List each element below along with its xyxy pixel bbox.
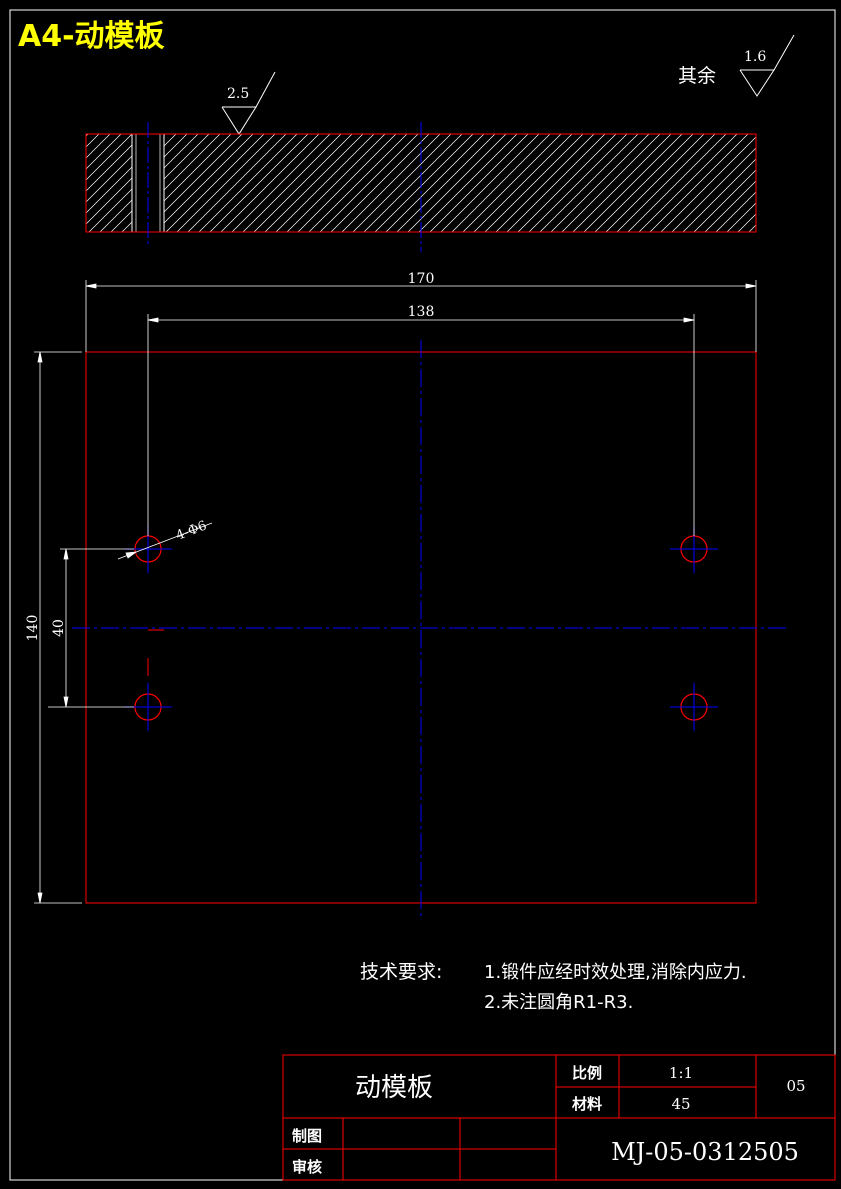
hole-callout-label: 4-Φ6 [174,518,209,543]
title-scale-value: 1:1 [669,1064,693,1082]
title-part-name: 动模板 [355,1073,433,1103]
dimension-40-label: 40 [51,619,67,637]
dimension-138 [147,314,695,536]
dimension-138-label: 138 [408,304,435,320]
title-checked-label: 审核 [292,1158,322,1176]
hole-callout-leader [117,522,213,560]
tech-requirement-item: 1.锻件应经时效处理,消除内应力. [484,962,747,983]
title-sheet-number: 05 [786,1077,805,1095]
dimension-40 [48,548,134,708]
title-scale-label: 比例 [572,1064,602,1082]
roughness-top-value: 2.5 [227,86,249,102]
dimension-140 [34,351,82,904]
roughness-symbol-other [739,34,795,97]
roughness-other-prefix: 其余 [678,65,716,87]
roughness-symbol-top [221,71,276,135]
title-material-value: 45 [671,1095,690,1113]
sheet-label: A4-动模板 [18,19,165,54]
dimension-170 [85,280,757,352]
title-block [282,1054,836,1181]
dimension-170-label: 170 [408,271,435,287]
roughness-other-value: 1.6 [744,49,766,65]
title-drawing-number: MJ-05-0312505 [611,1138,799,1166]
tech-requirements-heading: 技术要求: [360,961,442,983]
tech-requirement-item: 2.未注圆角R1-R3. [484,992,633,1013]
title-drawn-label: 制图 [292,1127,322,1145]
dimension-140-label: 140 [25,615,41,642]
title-material-label: 材料 [572,1095,602,1113]
hole-bottom-right [670,683,718,731]
